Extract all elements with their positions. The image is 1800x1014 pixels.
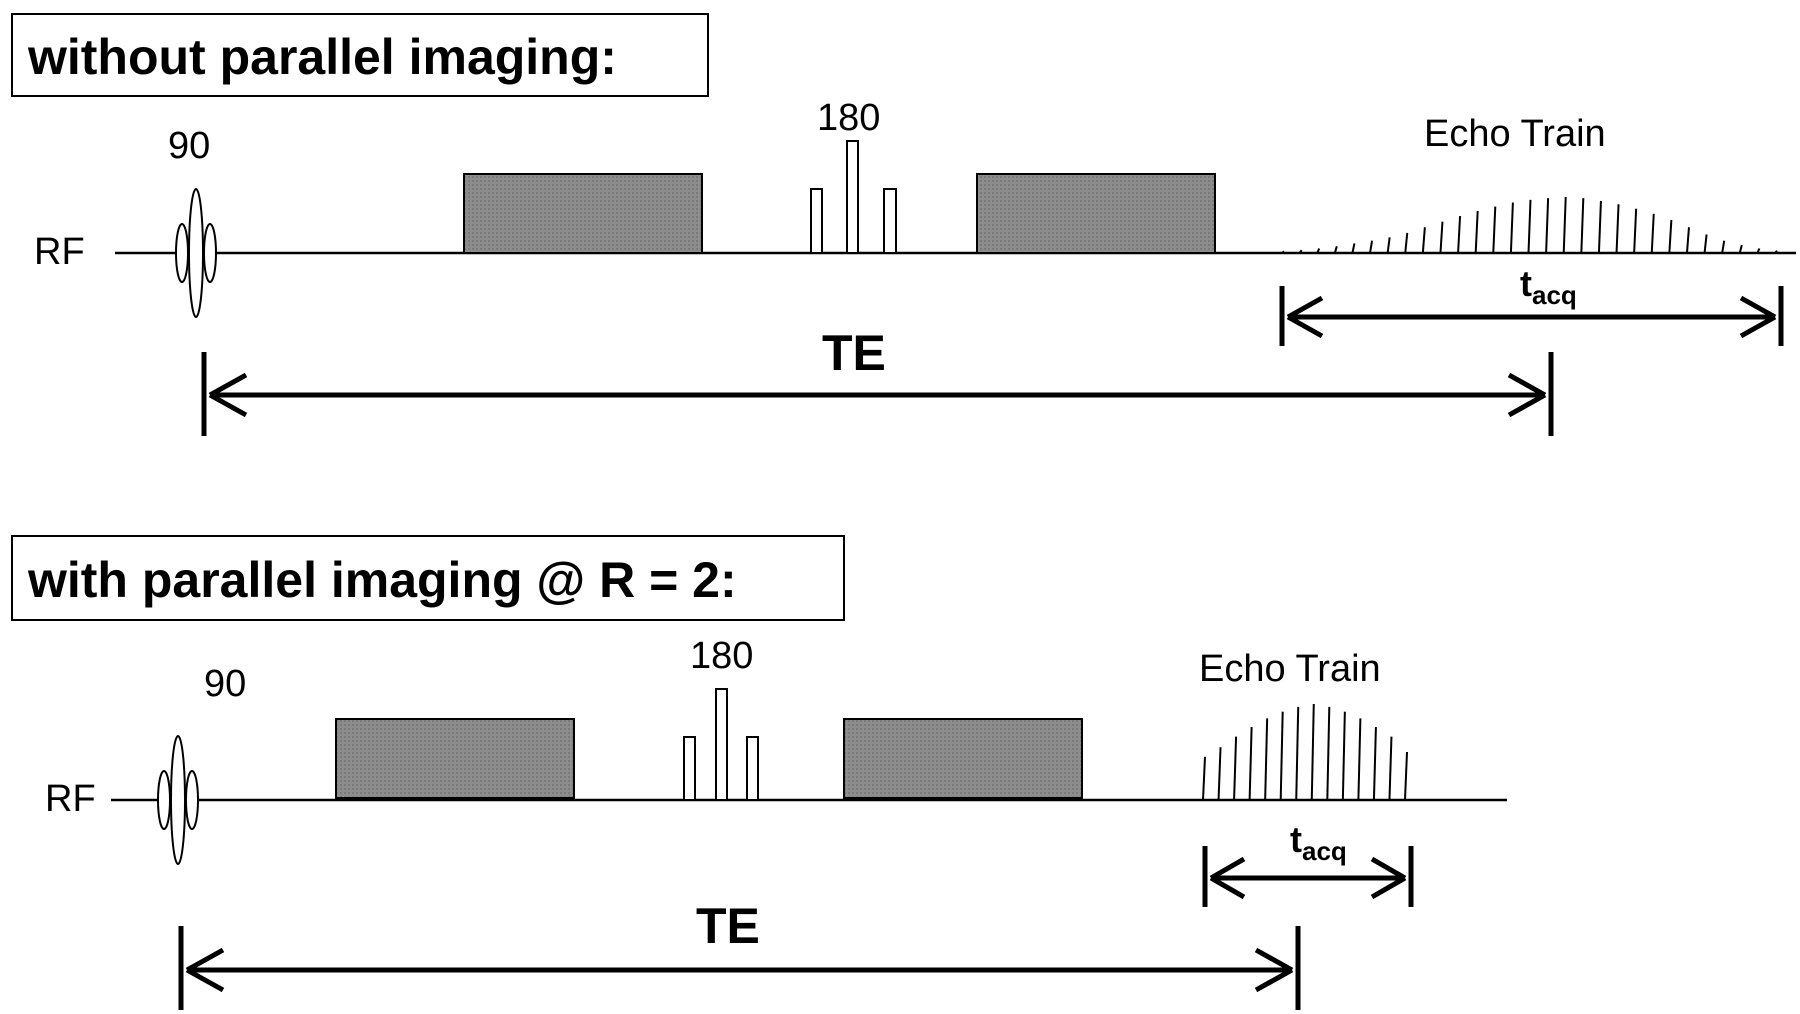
echo-line [1774,250,1778,254]
tacq-label: tacq [1290,819,1347,866]
echo-train [1202,703,1408,801]
echo-line [1404,232,1409,254]
panel-without-parallel-imaging: without parallel imaging: RF 90 180 Echo… [11,13,1796,436]
echo-line [1756,248,1761,254]
echo-line [1357,718,1362,801]
echo-line [1404,751,1408,801]
echo-line [1527,199,1532,254]
echo-line [1738,244,1743,254]
echo-line [1233,736,1238,801]
echo-train [1281,196,1778,254]
echo-line [1615,204,1620,254]
heading-box [11,13,709,97]
echo-line [1721,240,1726,254]
echo-line [1545,198,1550,254]
echo-line [1202,756,1206,801]
echo-line [1474,210,1479,254]
rf-label: RF [45,778,96,820]
te-label: TE [696,898,760,954]
panel-heading: without parallel imaging: [27,29,617,85]
echo-line [1439,221,1444,254]
echo-line [1580,198,1585,254]
echo-line [1633,208,1638,254]
echo-line [1369,240,1374,254]
crusher-gradient-left [335,718,575,799]
crusher-gradient-left [463,173,703,254]
echo-line [1668,219,1673,254]
tacq-arrow [1202,846,1414,907]
echo-line [1248,727,1253,801]
echo-train-label: Echo Train [1199,648,1381,690]
te-arrow [178,926,1301,1010]
tacq-arrow [1279,286,1784,346]
pulse-180-label: 180 [690,635,753,677]
echo-line [1372,727,1377,801]
echo-line [1562,196,1567,254]
tacq-label: tacq [1520,263,1577,310]
echo-line [1597,200,1602,254]
rf-label: RF [34,231,85,273]
echo-line [1703,234,1708,254]
echo-line [1298,249,1303,254]
te-arrow [201,352,1554,436]
echo-line [1316,248,1321,254]
echo-line [1388,736,1393,801]
echo-line [1333,245,1338,254]
echo-line [1351,243,1356,254]
echo-line [1281,250,1285,254]
echo-line [1326,706,1331,801]
echo-line [1492,206,1497,254]
echo-line [1457,215,1462,254]
te-label: TE [822,325,886,381]
echo-line [1650,213,1655,254]
pulse-90-label: 90 [168,125,210,167]
echo-line [1509,202,1514,254]
panel-heading: with parallel imaging @ R = 2: [27,552,737,608]
echo-train-label: Echo Train [1424,113,1606,155]
crusher-gradient-right [843,718,1083,799]
echo-line [1217,747,1222,801]
echo-line [1295,706,1300,801]
echo-line [1310,703,1315,801]
crusher-gradient-right [976,173,1216,254]
heading-box [11,535,845,621]
echo-line [1341,711,1346,801]
echo-line [1421,227,1426,254]
echo-line [1685,227,1690,254]
rf-180-pulse [810,140,897,254]
pulse-180-label: 180 [817,97,880,139]
rf-180-pulse [683,688,759,801]
pulse-90-label: 90 [204,663,246,705]
rf-90-pulse [175,188,217,318]
echo-line [1264,718,1269,801]
echo-line [1386,237,1391,254]
echo-line [1279,711,1284,801]
panel-with-parallel-imaging: with parallel imaging @ R = 2: RF 90 180… [11,535,1507,1010]
rf-90-pulse [157,735,199,865]
